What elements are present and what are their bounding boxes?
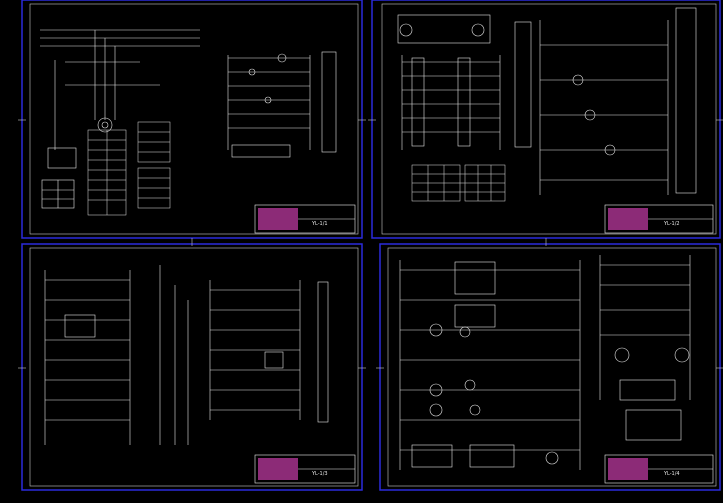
- sheet-inner-border: [29, 3, 359, 235]
- control-ladder: [397, 7, 697, 195]
- sheet-top-left[interactable]: YL-1/1: [21, 0, 363, 239]
- registration-marks: [18, 119, 723, 369]
- title-block: YL-1/2: [604, 204, 714, 234]
- title-block: YL-1/4: [604, 454, 714, 484]
- title-block: YL-1/1: [254, 204, 356, 234]
- title-block-code: YL-1/4: [663, 471, 680, 477]
- motor-circuit: [399, 260, 581, 470]
- title-block: YL-1/3: [254, 454, 356, 484]
- power-circuit: [40, 29, 200, 209]
- control-ladder: [209, 280, 329, 423]
- component-table: [87, 121, 171, 216]
- sheet-inner-border: [387, 247, 717, 487]
- wiring-rails: [44, 265, 189, 445]
- sheet-border: [379, 243, 721, 491]
- title-block-code: YL-1/1: [311, 221, 328, 227]
- terminal-table: [411, 164, 506, 202]
- sheet-inner-border: [29, 247, 359, 487]
- sheet-bottom-left[interactable]: YL-1/3: [21, 243, 363, 491]
- sheet-bottom-right[interactable]: YL-1/4: [379, 243, 721, 491]
- title-block-code: YL-1/3: [311, 471, 328, 477]
- control-ladder: [227, 51, 337, 158]
- sheet-inner-border: [381, 3, 717, 235]
- title-block-code: YL-1/2: [663, 221, 680, 227]
- motor-detail: [599, 255, 691, 441]
